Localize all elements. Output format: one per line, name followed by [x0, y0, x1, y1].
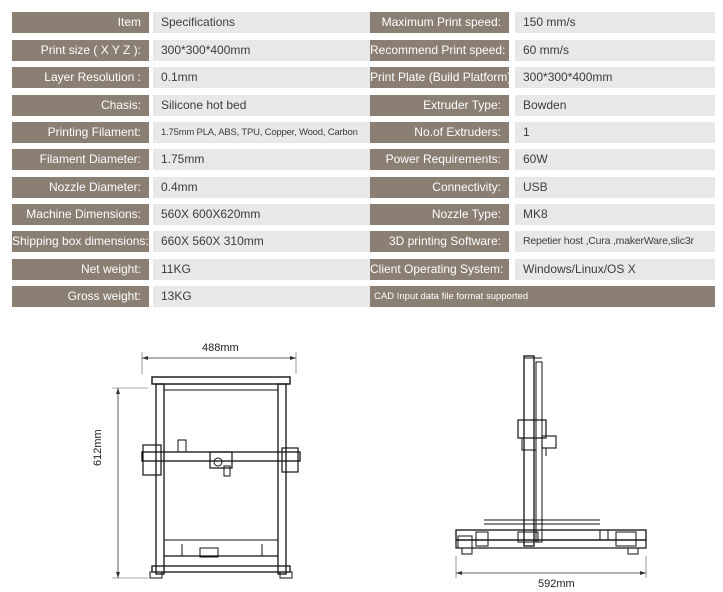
spec-label: Connectivity: [370, 177, 509, 198]
spec-value: 60W [515, 149, 715, 170]
spec-value: Bowden [515, 95, 715, 116]
spec-value: USB [515, 177, 715, 198]
spec-label: Nozzle Diameter: [12, 177, 149, 198]
spec-value: 660X 560X 310mm [153, 231, 370, 252]
spec-label: Gross weight: [12, 286, 149, 307]
spec-label: Extruder Type: [370, 95, 509, 116]
spec-label: Layer Resolution : [12, 67, 149, 88]
spec-label: Print Plate (Build Platform) : [370, 67, 518, 88]
spec-label: Item [12, 12, 149, 33]
spec-value: Specifications [153, 12, 370, 33]
spec-label: Shipping box dimensions: [12, 231, 149, 252]
spec-value: Silicone hot bed [153, 95, 370, 116]
spec-label: 3D printing Software: [370, 231, 509, 252]
spec-value: MK8 [515, 204, 715, 225]
spec-label: Recommend Print speed: [370, 40, 509, 61]
cad-format-note: CAD Input data file format supported [370, 286, 715, 307]
spec-label: Filament Diameter: [12, 149, 149, 170]
spec-value: 150 mm/s [515, 12, 715, 33]
spec-label: Machine Dimensions: [12, 204, 149, 225]
spec-value: 13KG [153, 286, 370, 307]
spec-value: 60 mm/s [515, 40, 715, 61]
spec-label: Print size ( X Y Z ): [12, 40, 149, 61]
spec-value: 1 [515, 122, 715, 143]
spec-label: Power Requirements: [370, 149, 509, 170]
spec-value: 300*300*400mm [153, 40, 370, 61]
spec-value: 1.75mm [153, 149, 370, 170]
spec-label: Nozzle Type: [370, 204, 509, 225]
spec-label: Maximum Print speed: [370, 12, 509, 33]
spec-value: 11KG [153, 259, 370, 280]
spec-label: Printing Filament: [12, 122, 149, 143]
spec-label: No.of Extruders: [370, 122, 509, 143]
spec-label: Client Operating System: [370, 259, 509, 280]
side-width-label: 592mm [538, 578, 575, 590]
spec-value: 300*300*400mm [515, 67, 715, 88]
spec-value: 0.1mm [153, 67, 370, 88]
spec-value: 1.75mm PLA, ABS, TPU, Copper, Wood, Carb… [153, 122, 370, 143]
spec-value: Windows/Linux/OS X [515, 259, 715, 280]
front-height-label: 612mm [92, 429, 104, 466]
spec-value: 560X 600X620mm [153, 204, 370, 225]
spec-value: 0.4mm [153, 177, 370, 198]
front-width-label: 488mm [202, 342, 239, 354]
spec-label: Net weight: [12, 259, 149, 280]
spec-value: Repetier host ,Cura ,makerWare,slic3r [515, 231, 715, 252]
spec-label: Chasis: [12, 95, 149, 116]
